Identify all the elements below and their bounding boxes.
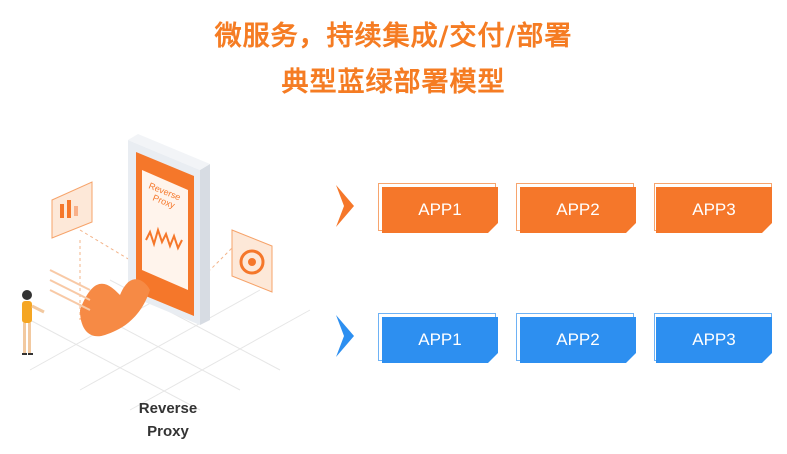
blue-app2-box: APP2 xyxy=(520,317,636,363)
blue-app1-box: APP1 xyxy=(382,317,498,363)
blue-app3-box: APP3 xyxy=(656,317,772,363)
orange-app2-box: APP2 xyxy=(520,187,636,233)
reverse-proxy-illustration: Reverse Proxy xyxy=(22,134,311,411)
caption-line-2: Proxy xyxy=(147,423,189,440)
orange-app3-box: APP3 xyxy=(656,187,772,233)
blue-chevron-icon xyxy=(336,315,354,357)
side-panel xyxy=(49,269,91,311)
phone-icon: Reverse Proxy xyxy=(128,134,210,325)
target-card-icon xyxy=(231,229,273,293)
caption-line-1: Reverse xyxy=(138,400,198,417)
orange-app1-box: APP1 xyxy=(382,187,498,233)
title-line-2: 典型蓝绿部署模型 xyxy=(281,67,506,98)
chart-card-icon xyxy=(51,181,93,239)
wave-shape xyxy=(80,279,150,337)
title-line-1: 微服务，持续集成/交付/部署 xyxy=(214,21,573,52)
person-icon xyxy=(22,290,45,355)
orange-chevron-icon xyxy=(336,185,354,227)
